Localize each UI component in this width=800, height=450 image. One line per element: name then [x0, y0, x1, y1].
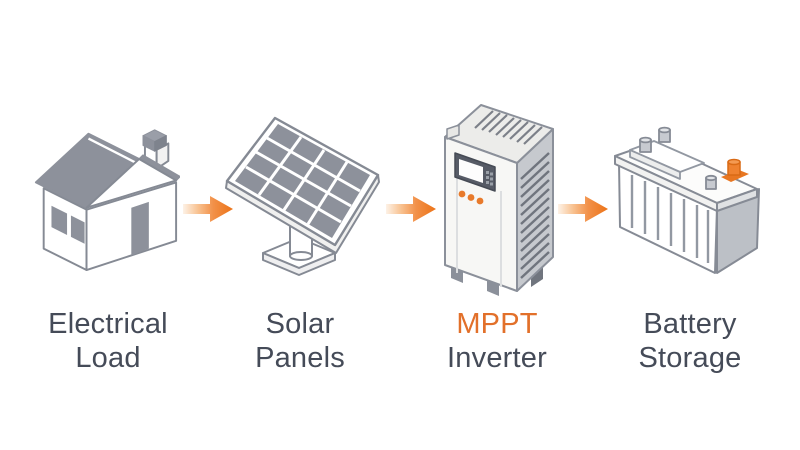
label-solar-panels: Solar Panels	[190, 307, 410, 375]
label-line: MPPT	[456, 308, 538, 340]
label-line: Storage	[638, 342, 742, 374]
battery-icon	[600, 104, 778, 294]
label-line: Panels	[255, 342, 345, 374]
flow-arrow-right-icon	[558, 193, 610, 225]
label-mppt-inverter: MPPT Inverter	[387, 307, 607, 375]
flow-arrow-right-icon	[183, 193, 235, 225]
label-electrical-load: Electrical Load	[0, 307, 218, 375]
mppt-inverter-icon	[435, 95, 565, 300]
label-line: Electrical	[48, 308, 168, 340]
flow-arrow-right-icon	[386, 193, 438, 225]
label-line: Load	[75, 342, 141, 374]
label-line: Inverter	[447, 342, 547, 374]
label-battery-storage: Battery Storage	[580, 307, 800, 375]
label-line: Battery	[643, 308, 737, 340]
solar-panels-icon	[222, 110, 397, 295]
house-icon	[32, 118, 180, 276]
label-line: Solar	[265, 308, 335, 340]
